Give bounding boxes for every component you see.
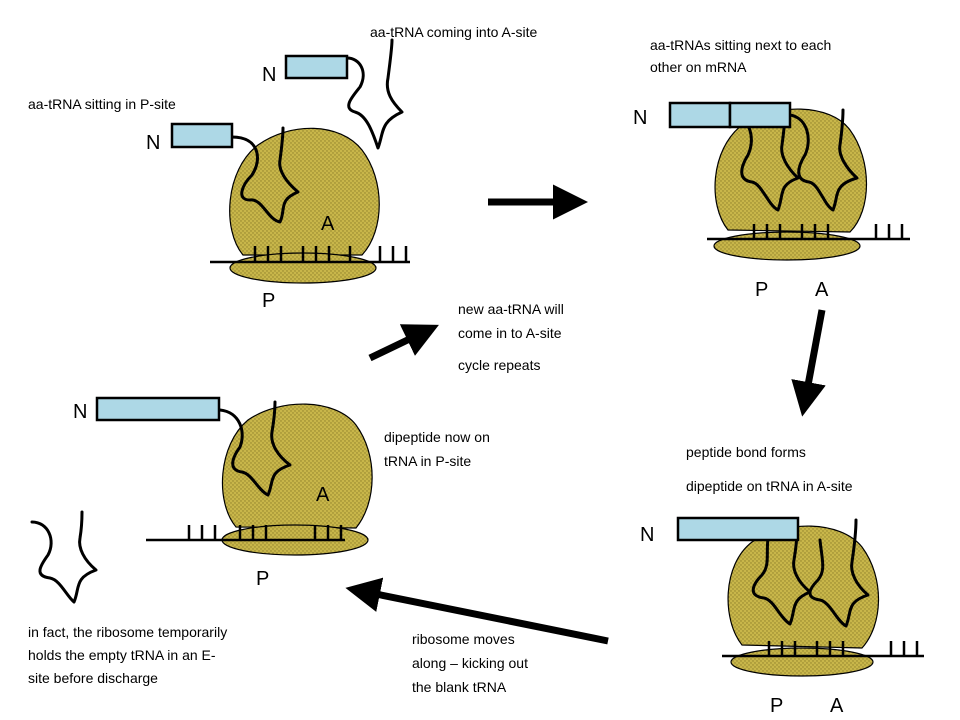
- codon-ticks: [752, 224, 904, 239]
- a-site-label: A: [815, 279, 829, 301]
- annotation-ribosome-moves-line-2: along – kicking out: [412, 655, 528, 671]
- p-site-label: P: [262, 290, 275, 312]
- trna-p-site: [230, 126, 300, 224]
- annotation-cycle-repeats: cycle repeats: [458, 357, 540, 373]
- p-site-label: P: [770, 695, 783, 717]
- dipeptide-box: [676, 516, 800, 542]
- trna-empty-discharged: [30, 510, 98, 604]
- annotation-e-site-line-2: holds the empty tRNA in an E-: [28, 647, 216, 663]
- amino-acid-box: [728, 101, 792, 129]
- annotation-peptide-bond: peptide bond forms: [686, 444, 806, 460]
- trna-a-site: [808, 518, 870, 628]
- panel-both-sites-occupied: N P A aa-tRNAs sitting next to each othe…: [633, 37, 910, 301]
- amino-acid-box: [170, 122, 234, 149]
- annotation-new-aa-line-2: come in to A-site: [458, 325, 562, 341]
- n-terminus-label: N: [146, 132, 160, 154]
- amino-acid-box: [668, 101, 732, 129]
- p-site-label: P: [755, 279, 768, 301]
- panel-p-site-occupied: N N A P aa-tRNA coming into A-site aa-tR…: [28, 24, 538, 312]
- ribosome-small-subunit: [730, 647, 874, 677]
- arrow-to-panel-1: [368, 324, 439, 362]
- n-terminus-label: N: [73, 401, 87, 423]
- a-site-label: A: [830, 695, 844, 717]
- trna-p-site: [729, 111, 800, 212]
- codon-ticks: [253, 246, 408, 262]
- n-terminus-label: N: [262, 64, 276, 86]
- annotation-ribosome-moves-line-3: the blank tRNA: [412, 679, 507, 695]
- annotation-dipeptide-p-line-2: tRNA in P-site: [384, 453, 471, 469]
- a-site-label: A: [321, 213, 335, 235]
- codon-ticks: [187, 525, 343, 540]
- codon-ticks: [767, 641, 919, 656]
- ribosome-large-subunit: [221, 403, 373, 529]
- arrow-to-panel-3: [791, 309, 826, 417]
- panel-peptide-bond-formed: N P A: [640, 516, 924, 717]
- ribosome-small-subunit: [713, 231, 861, 261]
- amino-acid-box-incoming: [284, 54, 349, 80]
- trna-a-site: [788, 108, 859, 212]
- annotation-sitting-p-site: aa-tRNA sitting in P-site: [28, 96, 176, 112]
- panel-translocated: N A P dipeptide now on tRNA in P-site in…: [28, 396, 490, 686]
- p-site-label: P: [256, 568, 269, 590]
- annotation-ribosome-moves-line-1: ribosome moves: [412, 631, 515, 647]
- annotation-e-site-line-1: in fact, the ribosome temporarily: [28, 624, 227, 640]
- ribosome-large-subunit: [229, 127, 380, 256]
- trna-p-site: [751, 528, 812, 626]
- n-terminus-label: N: [633, 107, 647, 129]
- annotation-dipeptide-a-site: dipeptide on tRNA in A-site: [686, 478, 853, 494]
- annotation-sitting-next-line-1: aa-tRNAs sitting next to each: [650, 37, 831, 53]
- trna-p-site: [218, 400, 292, 497]
- annotation-e-site-line-3: site before discharge: [28, 670, 158, 686]
- annotation-new-aa-line-1: new aa-tRNA will: [458, 301, 564, 317]
- a-site-label: A: [316, 484, 330, 506]
- annotation-coming-a-site: aa-tRNA coming into A-site: [370, 24, 538, 40]
- arrow-to-panel-4: [345, 577, 609, 645]
- dipeptide-box: [95, 396, 221, 422]
- trna-incoming: [345, 38, 404, 150]
- annotation-dipeptide-p-line-1: dipeptide now on: [384, 429, 490, 445]
- n-terminus-label: N: [640, 524, 654, 546]
- annotation-sitting-next-line-2: other on mRNA: [650, 59, 747, 75]
